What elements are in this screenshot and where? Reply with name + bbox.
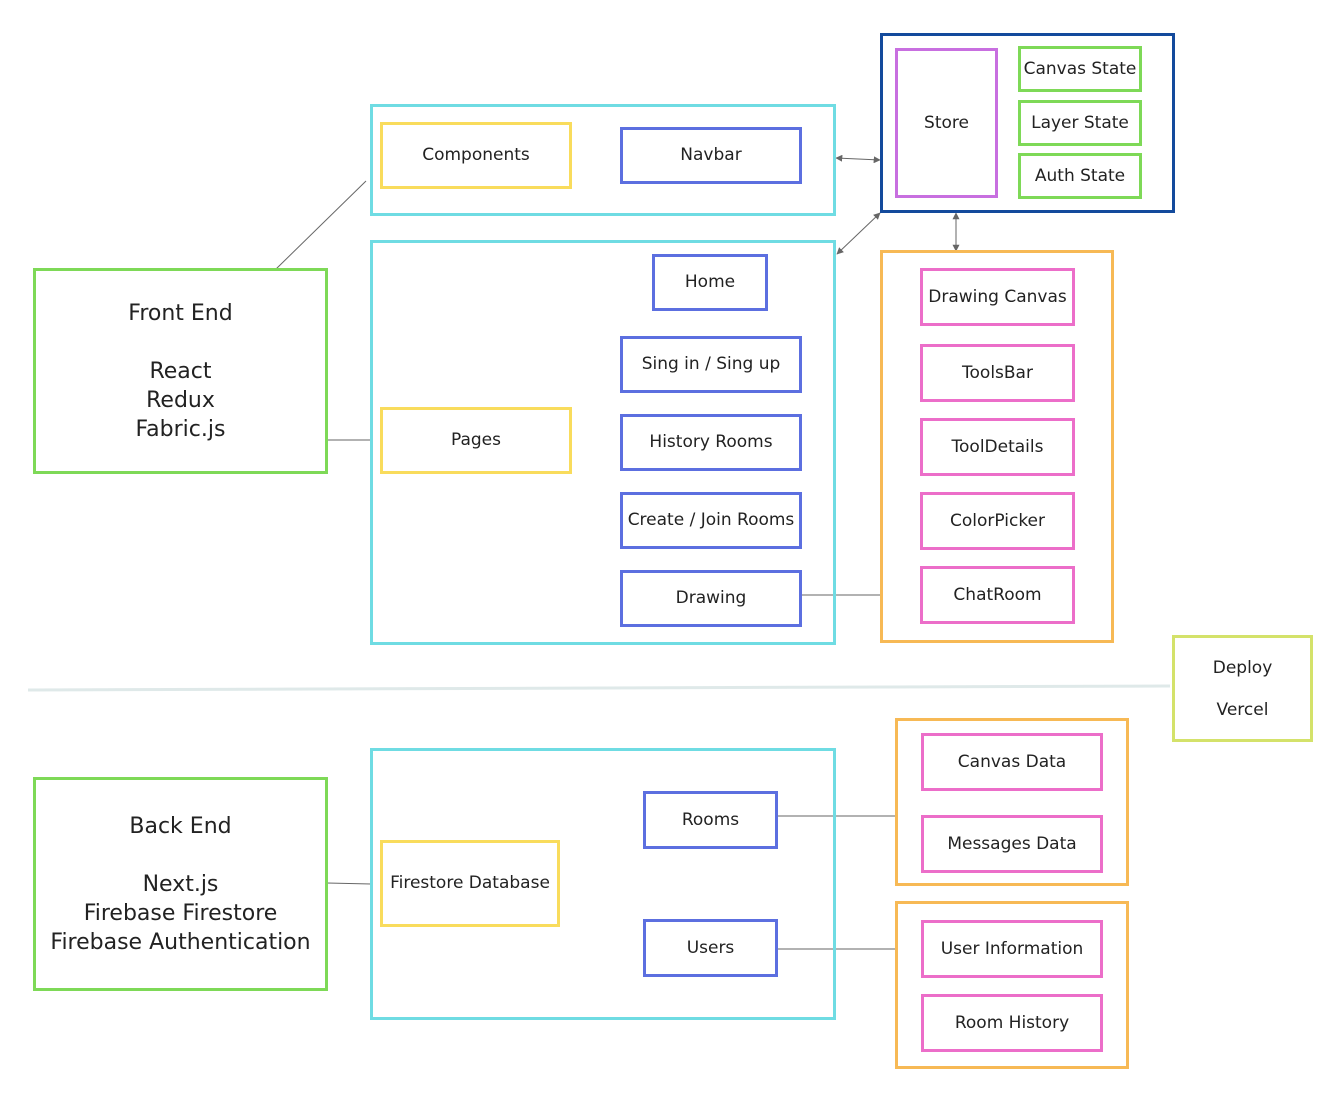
backend-title: Back End	[129, 813, 232, 839]
frontend-box: Front End React Redux Fabric.js	[33, 268, 328, 474]
store-container	[880, 33, 1175, 213]
rooms-box: Rooms	[643, 791, 778, 849]
backend-tech-nextjs: Next.js	[142, 871, 219, 897]
canvas-data-box: Canvas Data	[921, 733, 1103, 791]
toolsbar-box: ToolsBar	[920, 344, 1075, 402]
drawing-parts-container	[880, 250, 1114, 643]
page-signin-signup: Sing in / Sing up	[620, 336, 802, 393]
firestore-database-box: Firestore Database	[380, 840, 560, 927]
messages-data-box: Messages Data	[921, 815, 1103, 873]
arrow-pages-store	[836, 212, 881, 255]
deploy-label: Deploy	[1212, 657, 1273, 678]
backend-tech-firestore: Firebase Firestore	[83, 900, 278, 926]
colorpicker-box: ColorPicker	[920, 492, 1075, 550]
backend-box: Back End Next.js Firebase Firestore Fire…	[33, 777, 328, 991]
frontend-title: Front End	[128, 300, 233, 326]
components-box: Components	[380, 122, 572, 189]
deploy-platform: Vercel	[1216, 699, 1269, 720]
frontend-tech-fabric: Fabric.js	[135, 416, 226, 442]
room-history-box: Room History	[921, 994, 1103, 1052]
store-box: Store	[895, 48, 998, 198]
components-container	[370, 104, 836, 216]
tooldetails-box: ToolDetails	[920, 418, 1075, 476]
users-box: Users	[643, 919, 778, 977]
connector-frontend-components	[274, 180, 367, 271]
page-create-join-rooms: Create / Join Rooms	[620, 492, 802, 549]
users-data-container	[895, 901, 1129, 1069]
auth-state-box: Auth State	[1018, 153, 1142, 199]
pages-container	[370, 240, 836, 645]
backend-tech-auth: Firebase Authentication	[50, 929, 311, 955]
frontend-tech-redux: Redux	[146, 387, 215, 413]
page-drawing: Drawing	[620, 570, 802, 627]
arrow-components-store	[835, 154, 881, 164]
connector-backend-database	[326, 882, 372, 885]
chatroom-box: ChatRoom	[920, 566, 1075, 624]
database-container	[370, 748, 836, 1020]
canvas-state-box: Canvas State	[1018, 46, 1142, 92]
page-home: Home	[652, 254, 768, 311]
rooms-data-container	[895, 718, 1129, 886]
pages-box: Pages	[380, 407, 572, 474]
navbar-box: Navbar	[620, 127, 802, 184]
frontend-backend-separator	[27, 684, 1171, 692]
page-history-rooms: History Rooms	[620, 414, 802, 471]
frontend-tech-react: React	[149, 358, 212, 384]
layer-state-box: Layer State	[1018, 100, 1142, 146]
drawing-canvas-box: Drawing Canvas	[920, 268, 1075, 326]
user-information-box: User Information	[921, 920, 1103, 978]
deploy-box: Deploy Vercel	[1172, 635, 1313, 742]
